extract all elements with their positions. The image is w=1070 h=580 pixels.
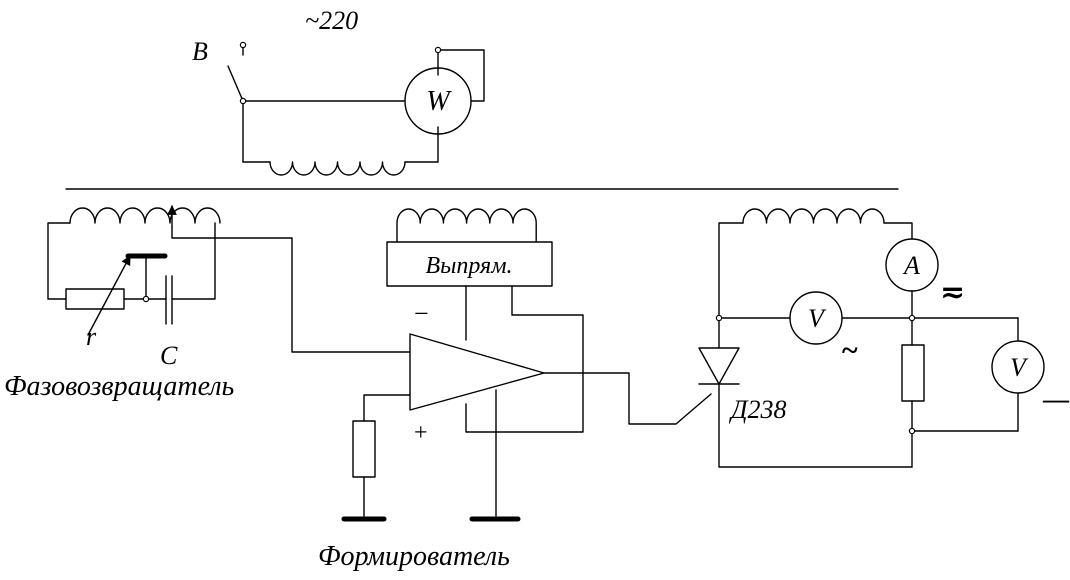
rectifier-plus-wire [465,285,584,433]
wattmeter-label: W [426,86,452,117]
ammeter-circle [885,238,939,292]
ac-mark-label: ~ [842,334,858,367]
phase-shifter-winding [69,207,221,224]
phase-shifter-label: Фазовозвращатель [4,371,234,402]
dc-mark-label: — [1042,385,1070,414]
dc-voltmeter-label: V [1010,353,1029,382]
wattmeter-voltage-coil-wire [437,49,485,102]
ac-voltmeter-circle [789,291,843,345]
load-right-wire [883,222,913,240]
shaper-to-thyristor-wire [543,372,712,425]
load-winding [742,208,885,224]
load-left-wire [718,222,744,349]
minus-sign-label: − [414,299,429,328]
rectifier-box [386,241,553,287]
resistor-r [65,288,125,310]
thyristor-label: Д238 [728,395,787,424]
thyristor-return-wire [718,383,913,468]
junction-dot-right [908,314,916,322]
capacitor-label: C [160,341,178,370]
switch-label: B [192,37,208,66]
shaper-input-wire [363,394,411,422]
ammeter-label: A [902,251,920,280]
rectifier-winding [396,208,537,243]
shaper-circuit: Выпрям. − + Формирователь [318,208,712,572]
load-circuit: A V V ≂ ~ — Д238 [698,208,1070,468]
shaper-amplifier [409,333,545,411]
mains-circuit: ~220 B W [192,6,485,176]
ac-voltmeter-label: V [808,304,827,333]
resistor-label: r [86,322,97,351]
mains-voltage-label: ~220 [305,6,358,35]
junction-dot-bottom [908,427,916,435]
phase-shifter-left-wire [47,222,71,300]
phase-shifter-right-wire [171,222,216,300]
switch-terminal-top [239,41,247,49]
resistor-adjust-arrow [87,255,131,336]
mains-terminal-right [434,46,442,54]
dc-voltmeter-circle [991,340,1045,394]
load-resistor [901,344,925,402]
shaper-label: Формирователь [318,541,510,572]
thyristor-body [698,347,740,385]
rectifier-label: Выпрям. [425,253,512,279]
junction-dot-left [715,314,723,322]
shaper-input-resistor [352,420,376,478]
switch-terminal-bottom [239,97,247,105]
phase-shifter-circuit: r C Фазовозвращатель [4,205,411,402]
ammeter-mode-label: ≂ [940,276,965,309]
tap-to-shaper-wire [171,226,411,353]
rc-junction-dot [142,295,150,303]
primary-winding [269,161,406,176]
plus-sign-label: + [414,420,428,446]
switch-blade [227,65,244,102]
wattmeter-circle [404,67,472,135]
